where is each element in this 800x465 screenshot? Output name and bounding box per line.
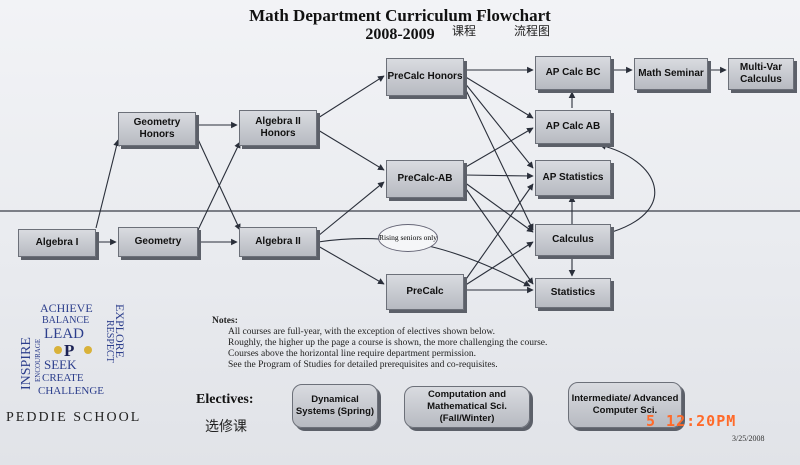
course-algebra-1: Algebra I — [18, 229, 96, 257]
arrow-precalcab-to-apab — [463, 127, 534, 169]
course-precalc-honors: PreCalc Honors — [386, 58, 464, 96]
arrow-alg2-to-precalcab — [317, 181, 385, 237]
handwritten-note-3: 选修课 — [205, 420, 247, 435]
course-algebra-2-honors: Algebra II Honors — [239, 110, 317, 146]
permission-divider-line — [0, 210, 800, 212]
arrow-precalcab-to-apstats — [463, 172, 534, 180]
logo-word-explore: EXPLORE — [113, 304, 127, 358]
chart-years: 2008-2009 — [365, 26, 435, 43]
logo-word-inspire: INSPIRE — [19, 337, 34, 390]
arrow-precalch-to-apstats — [463, 81, 534, 169]
logo-mark-p: P — [64, 341, 74, 360]
notes-line: All courses are full-year, with the exce… — [228, 327, 496, 337]
logo-word-encourage: ENCOURAGE — [34, 339, 42, 382]
arrow-alg2-to-precalc — [317, 245, 385, 285]
arrow-alg1-to-geom-honors — [95, 139, 120, 229]
handwritten-note-1: 课程 — [452, 24, 477, 38]
notes-heading: Notes: — [212, 316, 238, 326]
peddie-logo: ACHIEVE BALANCE LEAD P SEEK CREATE CHALL… — [19, 301, 127, 397]
elective-dynamical-systems: Dynamical Systems (Spring) — [292, 384, 378, 428]
camera-timestamp: 5 12:20PM — [646, 412, 737, 430]
arrow-alg2h-to-precalch — [317, 75, 385, 119]
course-statistics: Statistics — [535, 278, 611, 308]
arrow-precalcab-to-statistics — [463, 185, 534, 285]
course-algebra-2: Algebra II — [239, 227, 317, 257]
course-precalc-ab: PreCalc-AB — [386, 160, 464, 198]
notes-block: Notes: All courses are full-year, with t… — [212, 316, 692, 371]
electives-label: Electives: — [196, 392, 254, 407]
course-math-seminar: Math Seminar — [634, 58, 708, 90]
arrow-precalch-to-calculus — [463, 85, 534, 231]
arrow-calculus-loop-to-apab — [599, 143, 656, 233]
school-name: PEDDIE SCHOOL — [6, 410, 142, 425]
course-precalc: PreCalc — [386, 274, 464, 310]
course-multivar-calculus: Multi-Var Calculus — [728, 58, 794, 90]
logo-word-challenge: CHALLENGE — [38, 385, 104, 397]
arrow-precalc-to-calculus — [463, 241, 534, 287]
logo-word-lead: LEAD — [44, 326, 84, 342]
document-date: 3/25/2008 — [732, 434, 765, 443]
logo-word-respect: RESPECT — [104, 320, 115, 363]
arrow-geomh-to-alg2 — [195, 134, 241, 231]
notes-line: Roughly, the higher up the page a course… — [228, 338, 548, 348]
arrow-alg2h-to-precalcab — [317, 129, 385, 171]
handwritten-note-2: 流程图 — [514, 24, 551, 38]
arrow-precalcab-to-calculus — [463, 181, 534, 233]
notes-line: See the Program of Studies for detailed … — [228, 360, 498, 370]
course-ap-calc-bc: AP Calc BC — [535, 56, 611, 90]
logo-word-achieve: ACHIEVE — [40, 301, 93, 315]
rising-seniors-callout: Rising seniors only — [378, 224, 438, 252]
logo-word-seek: SEEK — [44, 357, 77, 372]
arrow-precalch-to-apab — [463, 75, 534, 119]
logo-word-create: CREATE — [42, 372, 84, 384]
chart-title: Math Department Curriculum Flowchart — [249, 6, 551, 25]
course-geometry: Geometry — [118, 227, 198, 257]
notes-line: Courses above the horizontal line requir… — [228, 349, 476, 359]
course-geometry-honors: Geometry Honors — [118, 112, 196, 146]
arrow-precalc-to-apstats — [463, 183, 534, 283]
logo-word-balance: BALANCE — [42, 315, 89, 326]
elective-computer-science: Intermediate/ Advanced Computer Sci. — [568, 382, 682, 428]
course-ap-calc-ab: AP Calc AB — [535, 110, 611, 144]
elective-computation-math-sci: Computation and Mathematical Sci. (Fall/… — [404, 386, 530, 428]
course-calculus: Calculus — [535, 224, 611, 256]
arrow-geom-to-alg2h — [197, 141, 241, 231]
course-ap-statistics: AP Statistics — [535, 160, 611, 196]
